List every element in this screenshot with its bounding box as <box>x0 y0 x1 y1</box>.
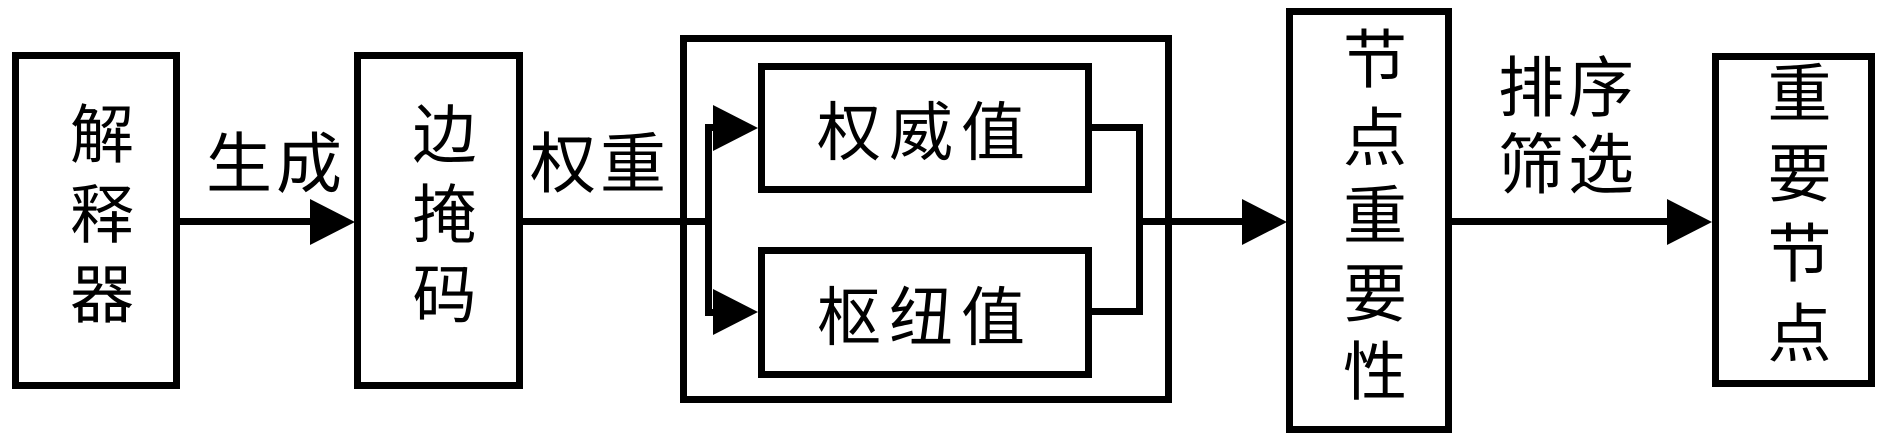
edge-label-sort-filter-line1: 排序 <box>1498 50 1638 127</box>
arrowhead-into-important-nodes-icon <box>1667 199 1712 245</box>
arrowhead-into-authority-icon <box>713 105 758 151</box>
node-label-edge-mask: 边掩码 <box>401 100 476 341</box>
node-box-important-nodes: 重要节点 <box>1712 53 1875 387</box>
node-label-node-importance: 节点重要性 <box>1332 25 1406 416</box>
authority-output-stub <box>1092 124 1143 131</box>
edge-hits-to-node-importance-shaft <box>1136 218 1246 225</box>
edge-label-sort-filter: 排序 筛选 <box>1468 50 1668 204</box>
branch-split-line <box>705 124 712 316</box>
node-label-interpreter: 解释器 <box>59 100 133 341</box>
arrowhead-into-node-importance-icon <box>1242 199 1287 245</box>
edge-label-weight: 权重 <box>530 126 670 203</box>
node-label-important-nodes: 重要节点 <box>1756 60 1831 380</box>
edge-interpreter-to-edge-mask-shaft <box>179 218 313 225</box>
edge-label-generate: 生成 <box>206 126 346 203</box>
edge-label-sort-filter-line2: 筛选 <box>1498 127 1638 204</box>
node-box-node-importance: 节点重要性 <box>1286 8 1452 433</box>
node-label-authority-value: 权威值 <box>817 97 1033 171</box>
node-label-hub-value: 枢纽值 <box>817 281 1033 356</box>
edge-node-importance-to-important-nodes-shaft <box>1452 218 1670 225</box>
node-box-hub-value: 枢纽值 <box>758 247 1092 378</box>
arrowhead-into-edge-mask-icon <box>310 199 355 245</box>
node-box-edge-mask: 边掩码 <box>354 52 523 389</box>
node-box-interpreter: 解释器 <box>12 52 180 389</box>
node-box-authority-value: 权威值 <box>758 63 1092 193</box>
arrowhead-into-hub-icon <box>713 289 758 335</box>
branch-to-hub-stub <box>705 309 719 316</box>
edge-edge-mask-to-branch-shaft <box>523 218 712 225</box>
hub-output-stub <box>1092 308 1143 315</box>
branch-to-authority-stub <box>705 124 719 131</box>
